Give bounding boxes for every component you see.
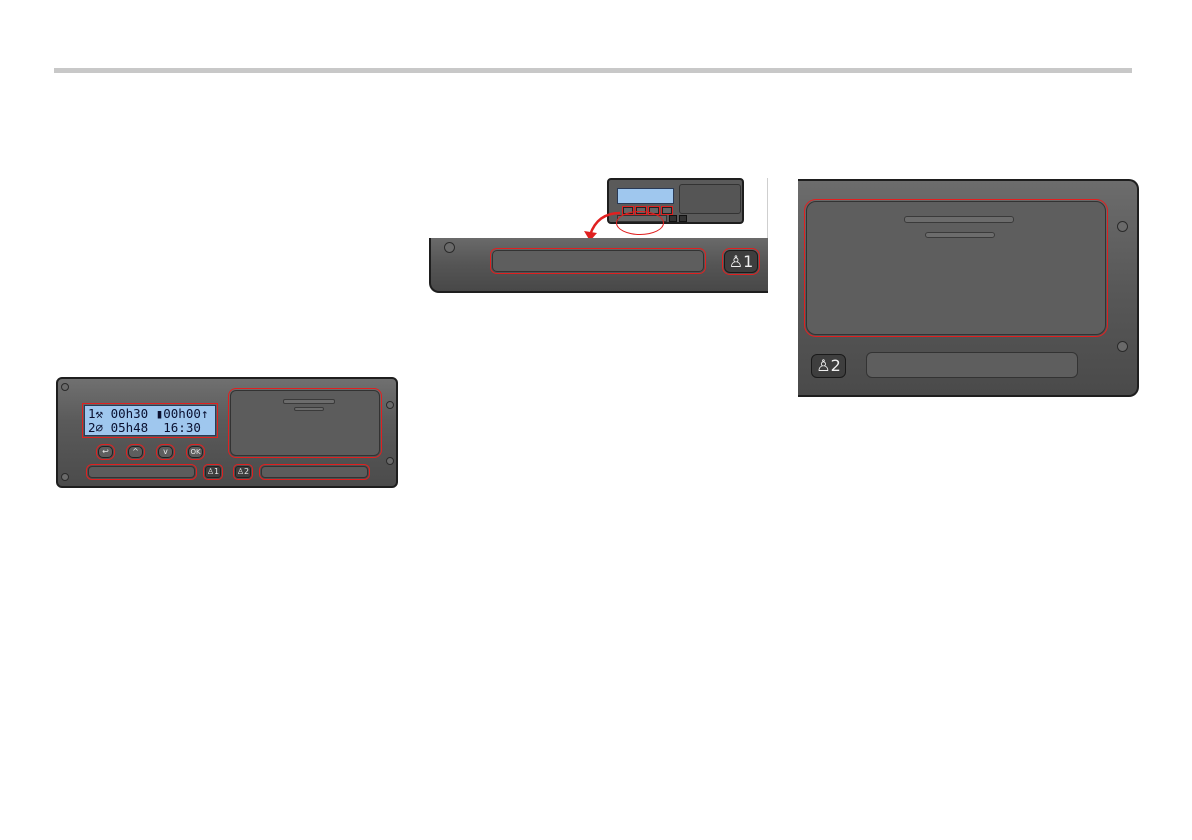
- card-slot-1-enlarged[interactable]: [492, 250, 704, 272]
- driver-icon: ♙: [207, 467, 214, 476]
- printer-slot: [294, 407, 324, 411]
- driver-icon: ♙: [237, 467, 244, 476]
- card-2-eject-button[interactable]: ♙2: [235, 466, 251, 478]
- up-button[interactable]: ^: [128, 446, 143, 458]
- header-divider: [54, 68, 1132, 73]
- driver-icon: ♙: [729, 252, 743, 271]
- driver-icon: ♙: [816, 356, 830, 375]
- card-1-eject-button[interactable]: ♙1: [205, 466, 221, 478]
- thumbnail-display: [617, 188, 674, 204]
- lcd-display: 1⚒ 00h30 ▮00h00↑2⌀ 05h48 16:30: [84, 405, 216, 436]
- card-slot-2[interactable]: [261, 466, 368, 478]
- printer-drawer[interactable]: [230, 390, 380, 456]
- ok-button[interactable]: OK: [188, 446, 203, 458]
- thumbnail-card-button: [679, 215, 687, 222]
- card-1-eject-button-enlarged[interactable]: ♙1: [724, 250, 758, 273]
- printer-slot: [283, 399, 335, 404]
- thumbnail-button: [662, 207, 672, 214]
- printer-drawer-enlarged[interactable]: [806, 201, 1106, 335]
- card-slot-1-detail: ♙1: [429, 238, 768, 293]
- screw-icon: [1117, 221, 1128, 232]
- display-line-2: 2⌀ 05h48 16:30: [88, 421, 215, 435]
- card-2-eject-button-enlarged[interactable]: ♙2: [811, 354, 846, 378]
- screw-icon: [61, 383, 69, 391]
- display-line-1: 1⚒ 00h30 ▮00h00↑: [88, 407, 215, 421]
- down-button[interactable]: v: [158, 446, 173, 458]
- card-slot-2-enlarged[interactable]: [866, 352, 1078, 378]
- screw-icon: [386, 457, 394, 465]
- screw-icon: [61, 473, 69, 481]
- card-2-label-enlarged: 2: [831, 356, 841, 375]
- tachograph-panel: 1⚒ 00h30 ▮00h00↑2⌀ 05h48 16:30 ↩ ^ v OK …: [56, 377, 398, 488]
- printer-slot: [904, 216, 1014, 223]
- printer-slot: [925, 232, 995, 238]
- thumbnail-card-button: [669, 215, 677, 222]
- thumbnail-printer: [679, 184, 741, 214]
- card-slot-1[interactable]: [88, 466, 195, 478]
- card-1-label-enlarged: 1: [743, 252, 753, 271]
- screw-icon: [386, 401, 394, 409]
- printer-detail: ♙2: [798, 179, 1139, 397]
- card-2-label: 2: [244, 467, 249, 476]
- crop-edge: [767, 178, 768, 238]
- screw-icon: [1117, 341, 1128, 352]
- screw-icon: [444, 242, 455, 253]
- back-button[interactable]: ↩: [98, 446, 113, 458]
- card-1-label: 1: [214, 467, 219, 476]
